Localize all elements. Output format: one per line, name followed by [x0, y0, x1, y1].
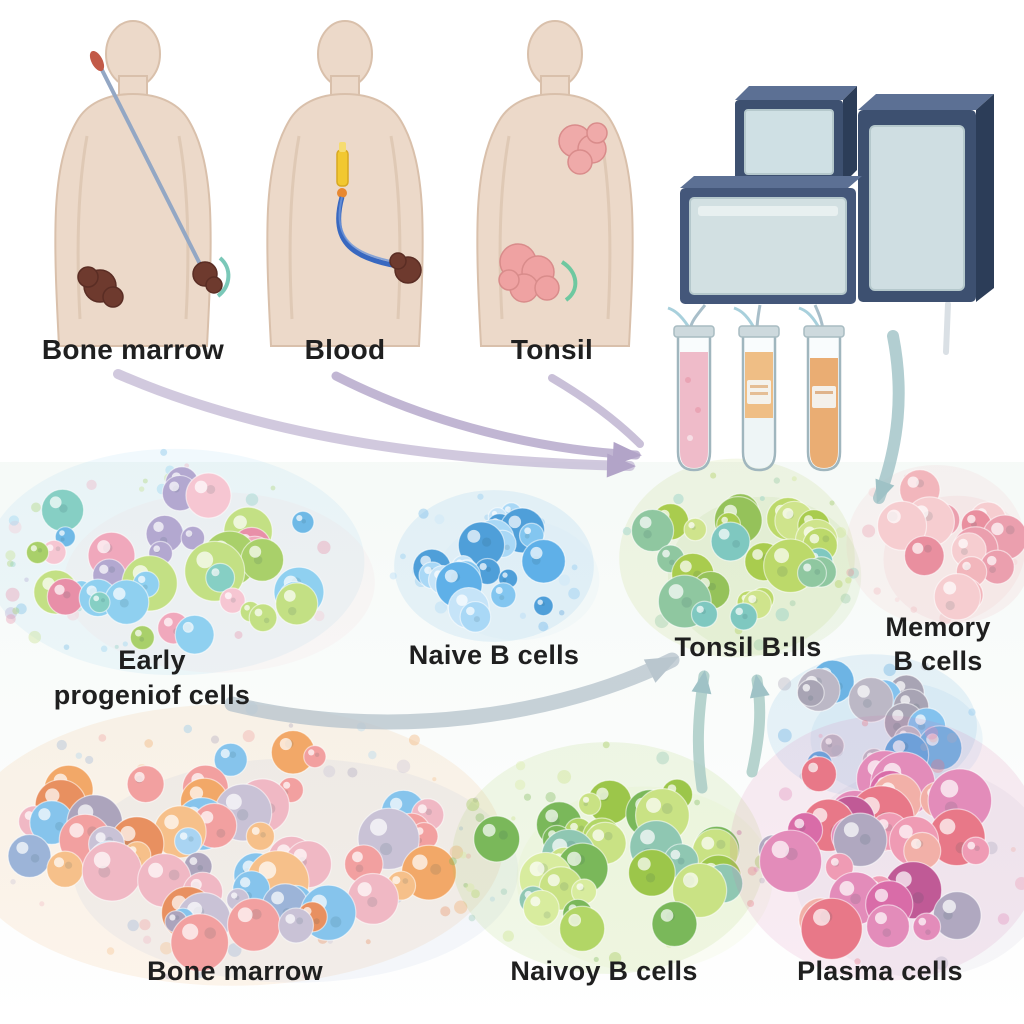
tonsil-lower-blob [498, 243, 560, 303]
cluster-naive-b-cells-bottom [448, 741, 773, 974]
tube-wire [798, 306, 820, 327]
arrow-up-left [691, 670, 712, 794]
cluster-plasma-cells [729, 715, 1024, 981]
tonsil-catheter-line [560, 260, 578, 302]
test-tube-3 [798, 306, 845, 472]
blood-tube-highlight [338, 196, 397, 263]
human-figure-blood [265, 19, 425, 348]
test-tubes [667, 306, 845, 472]
label-memory-line1: Memory [885, 612, 991, 642]
machine-top-face [858, 94, 994, 110]
label-early-line2: progeniof cells [53, 680, 251, 710]
label-memory-line2: B cells [893, 646, 983, 676]
cluster-tonsil-b-cells [619, 458, 862, 658]
syringe [336, 149, 349, 187]
tube-glass [741, 334, 777, 472]
screen-line [698, 206, 838, 216]
tube-cap [673, 325, 715, 338]
tube-connector [337, 188, 347, 198]
content-speck [685, 377, 691, 383]
tube-wire [667, 306, 690, 327]
cluster-early-progenitor-cells [0, 448, 375, 676]
label-tonsil-b-cells: Tonsil B:lls [674, 632, 822, 662]
cluster-memory-b-cells [846, 464, 1024, 626]
test-tube-2 [733, 306, 780, 472]
tube-label-line [750, 385, 768, 388]
syringe-plunger [339, 142, 346, 152]
tube-wire [733, 306, 755, 327]
tube-content-white [745, 418, 773, 468]
content-speck [687, 435, 693, 441]
arrow-tonsil-to-tubes [548, 374, 644, 448]
label-naive-b-cells: Naive B cells [408, 640, 580, 670]
arrows [113, 301, 951, 794]
machine-body-screen [689, 197, 847, 295]
tube-cap [738, 325, 780, 338]
catheter-line [216, 256, 231, 298]
label-early-line1: Early [118, 645, 186, 675]
tube-label-line [750, 392, 768, 395]
label-source-tonsil: Tonsil [510, 334, 594, 365]
monitor-side-face [843, 86, 857, 184]
cluster-naive-b-cells [389, 490, 600, 642]
needle-handle [89, 50, 105, 72]
arrow-up-right [746, 674, 770, 778]
tonsil-upper-blob [558, 122, 608, 175]
arrow-machine-to-memory-cells [873, 330, 905, 504]
arrow-progenitors-to-tonsil-cells [224, 652, 680, 730]
arrow-blood-to-tubes [331, 371, 642, 466]
label-plasma-cells: Plasma cells [797, 956, 963, 986]
tube-glass [806, 334, 842, 472]
tube-content-orange-dark [810, 358, 838, 468]
monitor-top-face [735, 86, 857, 100]
bone-marrow-sample-blob [77, 261, 223, 308]
label-source-blood: Blood [304, 334, 386, 365]
monitor-screen [744, 109, 834, 175]
flow-cytometer [680, 86, 994, 331]
cluster-bone-marrow-cells [0, 702, 519, 986]
tube-glass [676, 334, 712, 472]
content-speck [695, 407, 701, 413]
machine-outlet-pipe [943, 301, 951, 355]
blood-sample-blob [389, 252, 422, 284]
label-bone-marrow-bottom: Bone marrow [147, 956, 323, 986]
human-figure-tonsil [475, 19, 635, 348]
tube-label-line [815, 391, 833, 394]
human-figure-bone-marrow [53, 19, 231, 348]
label-source-bone-marrow: Bone marrow [41, 334, 225, 365]
test-tube-1 [667, 306, 715, 472]
tube-cap [803, 325, 845, 338]
machine-body-top-face [680, 176, 862, 188]
arrow-bone-marrow-to-tubes [113, 369, 636, 478]
machine-right-panel [869, 125, 965, 291]
label-naive-bottom: Naivoy B cells [510, 956, 698, 986]
machine-side-face [976, 94, 994, 302]
bone-marrow-needle [98, 65, 205, 271]
